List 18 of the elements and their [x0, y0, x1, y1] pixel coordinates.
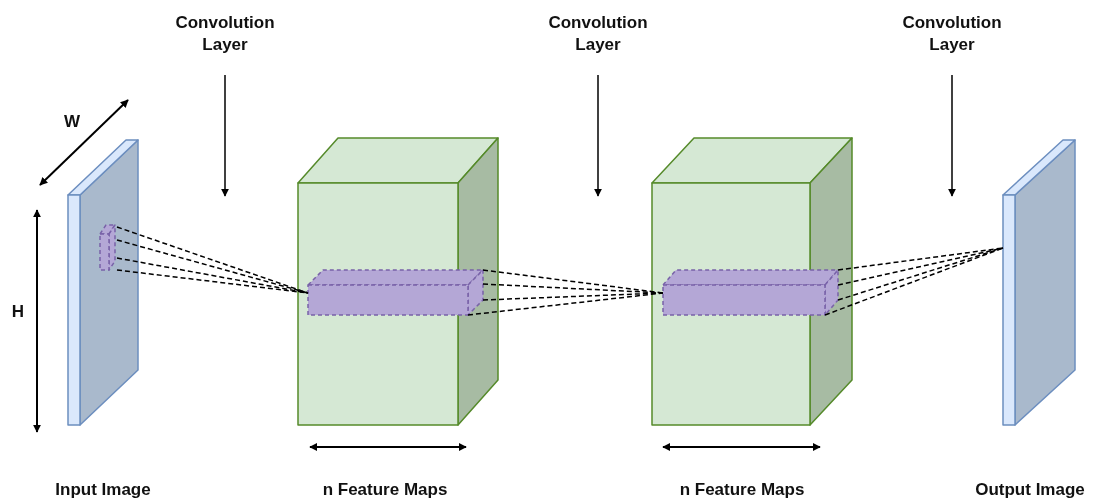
layer-label: Convolution Layer: [533, 12, 663, 60]
node-label: n Feature Maps: [321, 479, 449, 501]
projection-line: [837, 247, 1004, 301]
node-label: n Feature Maps: [678, 479, 806, 501]
projection-line: [116, 239, 309, 294]
layer-label: Convolution Layer: [160, 12, 290, 60]
node-label: Input Image: [54, 479, 152, 501]
layer-label: Convolution Layer: [887, 12, 1017, 60]
arrow: [221, 74, 229, 197]
arrow: [594, 74, 602, 197]
node-label: Output Image: [974, 479, 1086, 501]
projection-line: [824, 247, 1004, 316]
arrow: [948, 74, 956, 197]
dimension-label: W: [62, 111, 81, 133]
projection-line: [116, 257, 309, 294]
dimension-label: H: [10, 301, 26, 323]
projection-line: [482, 292, 664, 301]
projection-line: [467, 292, 664, 316]
